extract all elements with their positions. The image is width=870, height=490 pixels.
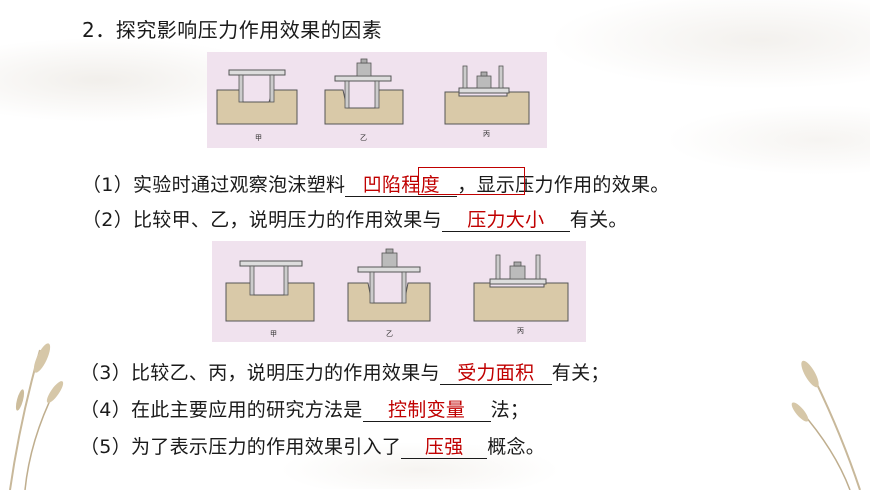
question-2-answer: 压力大小 [467, 209, 545, 231]
figure2-label-yi: 乙 [386, 330, 393, 338]
setup-bing-2 [473, 254, 569, 322]
question-5-prefix: （5）为了表示压力的作用效果引入了 [80, 436, 402, 458]
question-3-answer: 受力面积 [457, 362, 535, 384]
question-2: （2）比较甲、乙，说明压力的作用效果与 压力大小 有关。 [82, 205, 628, 232]
section-title: 2．探究影响压力作用效果的因素 [82, 18, 383, 42]
question-1-prefix: （1）实验时通过观察泡沫塑料 [82, 174, 346, 196]
figure1-label-yi: 乙 [360, 134, 367, 142]
figure2-label-jia: 甲 [270, 330, 277, 338]
question-4: （4）在此主要应用的研究方法是 控制变量 法； [80, 395, 529, 422]
question-1-answer: 凹陷程度 [362, 174, 440, 196]
setup-jia-2 [225, 260, 315, 322]
setup-jia [216, 69, 298, 125]
question-5: （5）为了表示压力的作用效果引入了压强 概念。 [80, 432, 545, 459]
experiment-illustration-1: 甲 乙 丙 [216, 58, 530, 142]
question-3-prefix: （3）比较乙、丙，说明压力的作用效果与 [80, 362, 440, 384]
question-2-answer-blank: 压力大小 [441, 209, 570, 232]
question-5-suffix: 概念。 [487, 436, 546, 458]
question-5-answer-blank: 压强 [401, 436, 488, 459]
question-4-answer: 控制变量 [387, 399, 466, 421]
question-5-answer: 压强 [424, 436, 464, 458]
setup-bing [444, 65, 530, 125]
question-4-prefix: （4）在此主要应用的研究方法是 [80, 399, 363, 421]
question-1-suffix: ，显示压力作用的效果。 [457, 174, 670, 196]
question-1-answer-blank: 凹陷程度 [345, 174, 458, 197]
question-2-prefix: （2）比较甲、乙，说明压力的作用效果与 [82, 209, 442, 231]
question-4-suffix: 法； [490, 399, 530, 421]
question-1-answer-box [418, 167, 525, 195]
question-2-suffix: 有关。 [569, 209, 628, 231]
question-1: （1）实验时通过观察泡沫塑料凹陷程度 ，显示压力作用的效果。 [82, 170, 670, 197]
experiment-illustration-2: 甲 乙 丙 [225, 248, 569, 338]
question-3: （3）比较乙、丙，说明压力的作用效果与受力面积有关； [80, 358, 610, 385]
experiment-figure-2: 甲 乙 丙 [212, 241, 586, 342]
question-3-answer-blank: 受力面积 [439, 362, 552, 385]
experiment-figure-1: 甲 乙 丙 [207, 52, 547, 148]
figure1-label-jia: 甲 [255, 134, 262, 142]
figure1-label-bing: 丙 [483, 130, 490, 138]
question-4-answer-blank: 控制变量 [362, 399, 491, 422]
reed-left-decoration [9, 343, 64, 490]
setup-yi [324, 58, 404, 125]
figure2-label-bing: 丙 [517, 327, 524, 335]
reed-right-decoration [791, 360, 861, 490]
setup-yi-2 [347, 248, 431, 322]
question-3-suffix: 有关； [551, 362, 610, 384]
